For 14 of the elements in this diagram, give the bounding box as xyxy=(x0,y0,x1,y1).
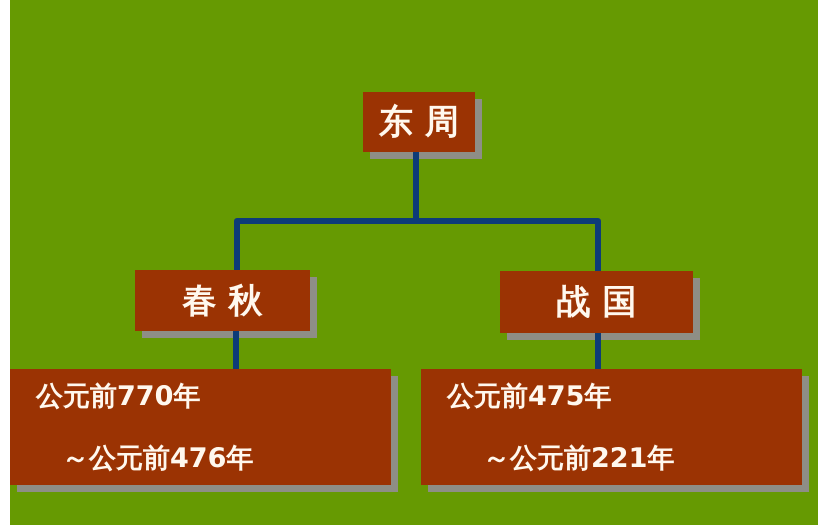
connector-line xyxy=(233,331,239,369)
period-name: 战国 xyxy=(556,282,648,322)
date-range: ～公元前476年 xyxy=(62,442,254,476)
date-box xyxy=(10,369,391,485)
period-box xyxy=(500,271,693,333)
connector-line xyxy=(595,333,601,369)
date-range: 公元前770年 xyxy=(36,380,200,414)
period-box xyxy=(135,270,310,331)
period-box xyxy=(363,92,475,152)
date-range: ～公元前221年 xyxy=(483,442,674,476)
period-name: 春秋 xyxy=(181,280,274,320)
period-name: 东周 xyxy=(378,102,471,142)
date-range: 公元前475年 xyxy=(447,380,612,414)
date-box xyxy=(421,369,802,485)
